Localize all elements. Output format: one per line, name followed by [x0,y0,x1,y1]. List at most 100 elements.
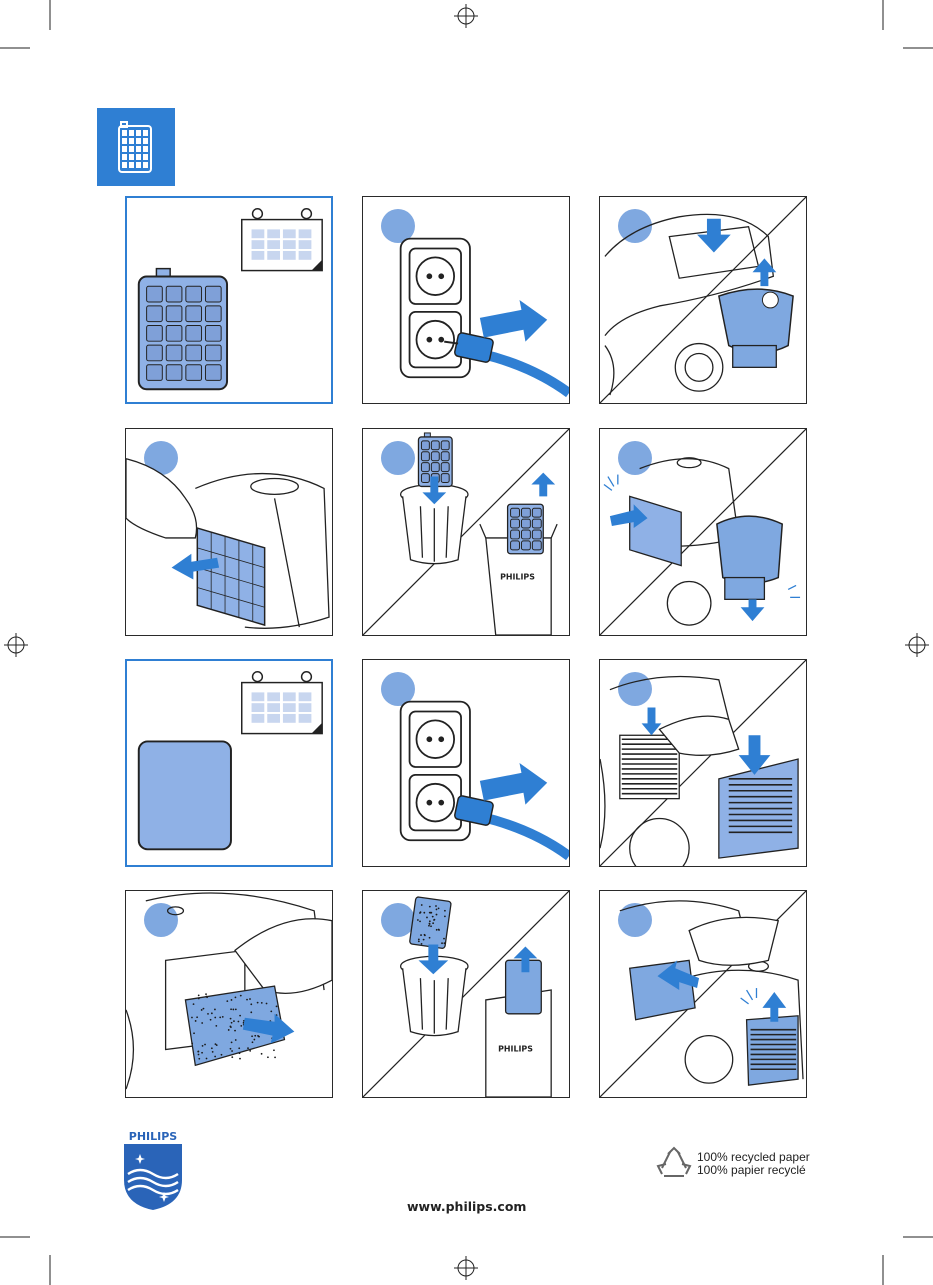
filter-cell [165,325,183,342]
filter-cell [430,462,440,473]
filter-icon [196,527,266,627]
dust-speck [250,1003,253,1006]
filter-cell [185,285,203,303]
dust-speck [247,1047,249,1050]
vacuum-icon [600,675,730,866]
grid-cell [136,138,141,144]
arrow-right-icon [479,763,548,805]
filter-cell [204,344,222,362]
website-link[interactable]: www.philips.com [407,1199,527,1214]
step-circle [618,903,652,937]
grid-cell [143,138,148,144]
grid-cell [136,146,141,152]
dust-speck [251,1035,253,1038]
hand-icon [658,715,740,756]
calendar-cell [267,240,280,249]
arrow-right-icon [242,1013,295,1044]
dust-speck [433,918,436,921]
box-icon: PHILIPS [479,503,558,635]
step-circle [618,441,652,475]
dust-speck [214,1043,217,1046]
grille-icon [718,758,799,859]
star-icon [135,1154,169,1202]
grille-icon [619,734,680,800]
filter-cell [510,507,520,518]
dust-speck [240,1024,243,1027]
grid-cell [122,154,127,160]
dust-speck [273,1049,275,1052]
dust-speck [441,942,443,945]
dust-speck [197,994,200,997]
dust-speck [234,1008,237,1011]
step-circle [381,209,415,243]
panel-reinsert-filter [599,428,807,636]
arrow-down-icon [697,218,731,253]
logo-text: PHILIPS [128,1130,178,1143]
calendar-cell [251,713,265,723]
pad-filter-icon [137,740,232,851]
filter-cell [165,344,183,362]
dust-speck [428,922,431,925]
dust-container-icon [716,515,784,600]
grid-cell [129,146,134,152]
dust-speck [191,1042,194,1045]
dust-speck [267,1056,269,1059]
dust-speck [214,1008,216,1011]
grid-cell [129,154,134,160]
calendar-cell [282,713,296,723]
dust-speck [428,936,431,939]
dust-speck [219,1016,222,1019]
filter-icon [137,267,229,391]
grille-icon [745,1015,799,1086]
dust-speck [191,1016,193,1019]
grid-cell [129,138,134,144]
panel-filter-calendar [125,196,333,404]
dust-speck [246,998,248,1001]
calendar-cell [298,692,312,702]
dust-speck [227,1029,230,1031]
dust-speck [437,907,440,910]
dust-speck [198,1057,201,1060]
dust-speck [230,1041,233,1044]
filter-cell [204,285,222,303]
philips-logo: PHILIPS [122,1130,184,1212]
box-label: PHILIPS [498,1044,533,1053]
hand-icon [126,458,198,539]
calendar-icon [241,671,323,735]
arrow-down-icon [422,476,447,505]
step-circle [381,672,415,706]
dust-speck [428,924,430,927]
dust-speck [423,933,426,936]
dust-container-icon [674,288,794,392]
panel-pad-calendar [125,659,333,867]
dust-speck [197,1053,200,1056]
recycle-text-1: 100% recycled paper [697,1150,810,1164]
filter-icon [629,495,682,567]
filter-cell [204,305,222,323]
dust-speck [254,1034,257,1037]
step-circle [381,441,415,475]
dust-speck [239,1014,241,1017]
filter-cell [165,305,183,323]
dust-speck [443,942,446,945]
panel-insert-pad [599,890,807,1098]
vacuum-icon [619,900,804,1084]
dust-speck [419,920,421,923]
arrow-up-icon [513,946,538,973]
filter-cell [165,285,183,303]
dust-speck [428,920,431,923]
dust-speck [205,1057,208,1060]
filter-cell [430,440,440,451]
filter-cell [146,364,163,381]
dust-speck [420,942,423,945]
dust-speck [194,1020,197,1022]
dust-speck [234,1039,237,1041]
dust-speck [417,940,420,943]
panel-unplug-2 [362,659,570,867]
grid-cell [136,154,141,160]
panel-replace-filter: PHILIPS [362,428,570,636]
dust-speck [197,997,200,1000]
calendar-cell [267,713,280,723]
filter-cell [520,507,531,518]
